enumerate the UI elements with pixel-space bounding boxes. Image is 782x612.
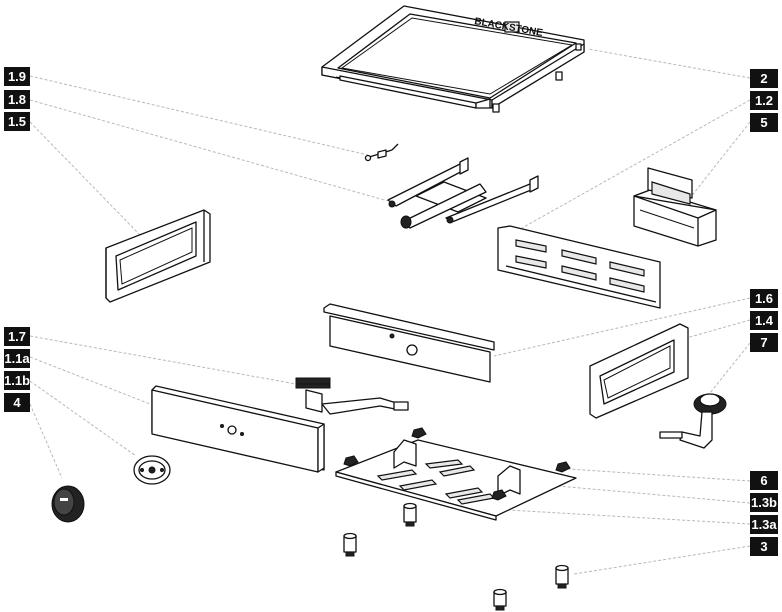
leader-5 [689,121,751,199]
leader-2 [587,48,751,79]
callout-1-2: 1.2 [750,91,778,110]
leader-1-2 [521,99,751,229]
leader-4 [29,403,63,479]
foot-1 [403,502,417,527]
part-1-6-rear-panel [323,303,495,383]
part-5-grease-tray [633,167,717,247]
leader-lines [29,48,751,575]
foot-2 [343,532,357,557]
callout-7: 7 [750,333,778,352]
leader-1-7 [29,335,297,385]
callout-2: 2 [750,69,778,88]
part-1-8-burner-assembly [387,157,539,229]
leader-1-5 [29,121,141,236]
foot-3 [555,564,569,589]
callout-1-1a: 1.1a [4,349,30,368]
leader-1-6 [493,297,751,357]
leader-1-3b [523,482,751,504]
callout-5: 5 [750,113,778,132]
part-1-1b-bezel [133,455,171,485]
part-1-4-right-panel [589,323,689,419]
part-1-7-valve-manifold [295,377,409,415]
callout-1-3b: 1.3b [750,493,778,512]
callout-1-8: 1.8 [4,90,30,109]
callout-1-7: 1.7 [4,327,30,346]
part-griddle-top: BLACKSTONE [321,5,585,113]
part-7-regulator [659,393,727,449]
callout-1-9: 1.9 [4,67,30,86]
part-1-5-left-panel [105,209,211,303]
callout-1-3a: 1.3a [750,515,778,534]
part-1-9-igniter-pin [364,143,399,162]
slot-group [515,239,645,293]
callout-6: 6 [750,471,778,490]
part-1-2-heat-shield [497,225,661,309]
callout-1-6: 1.6 [750,289,778,308]
part-1-3-bottom-tray [335,439,577,521]
foot-4 [493,588,507,611]
callout-1-5: 1.5 [4,112,30,131]
leader-1-1b [29,380,137,457]
leader-1-3a [507,509,751,525]
part-4-control-knob [51,485,85,523]
callout-3: 3 [750,537,778,556]
part-6-nuts [343,427,571,501]
leader-1-8 [29,99,389,202]
leader-3 [573,545,751,575]
callout-4: 4 [4,393,30,412]
leader-7 [709,342,751,394]
callout-1-4: 1.4 [750,311,778,330]
leader-1-4 [657,319,751,347]
part-3-feet [343,502,569,611]
leader-1-9 [29,75,369,156]
part-1-1a-front-panel [151,385,325,473]
callout-1-1b: 1.1b [4,371,31,390]
leader-6 [567,468,751,482]
tray-slots [376,459,496,505]
leader-1-1a [29,356,151,405]
